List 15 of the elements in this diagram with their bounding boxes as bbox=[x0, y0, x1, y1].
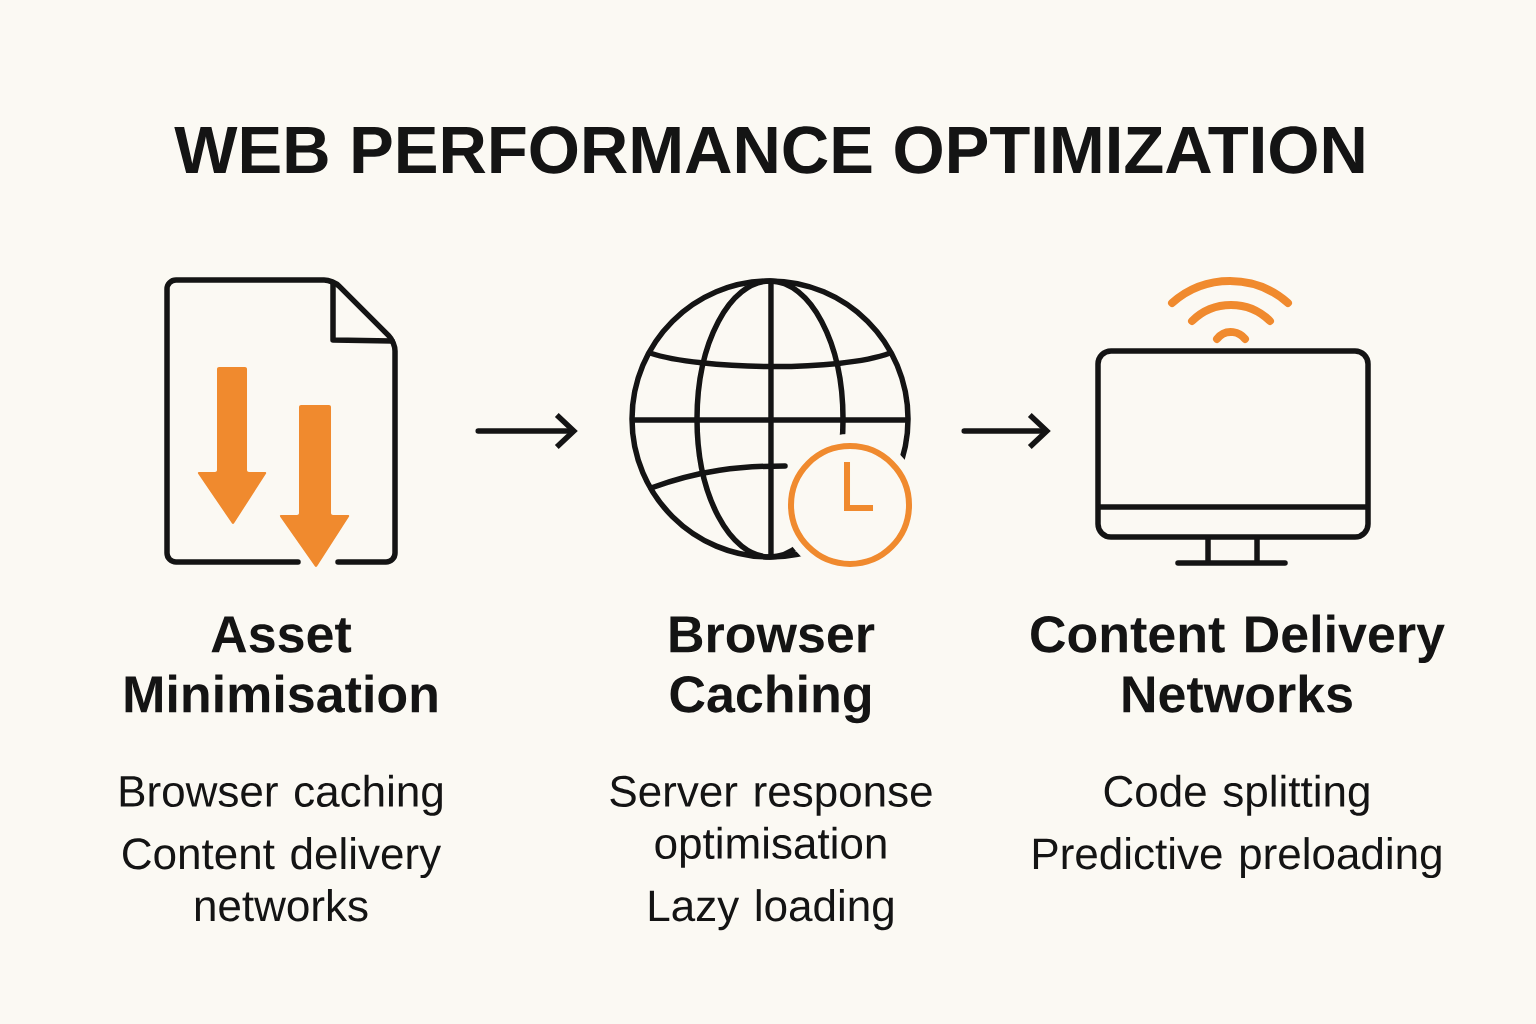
globe-icon bbox=[629, 278, 912, 567]
feature-text: Content delivery networks bbox=[123, 837, 442, 922]
document-icon bbox=[164, 277, 398, 567]
feature-text: Lazy loading bbox=[649, 889, 893, 931]
feature-text: Predictive preloading bbox=[1033, 837, 1441, 879]
heading: Content Delivery Networks bbox=[1031, 614, 1445, 713]
monitor-icon bbox=[1095, 277, 1371, 566]
feature-text: Server response optimisation bbox=[610, 775, 932, 868]
arrow bbox=[961, 413, 1051, 449]
arrow bbox=[475, 413, 578, 449]
feature-text: Code splitting bbox=[1104, 774, 1369, 816]
title: WEB PERFORMANCE OPTIMIZATION bbox=[174, 126, 1364, 174]
feature-text: Browser caching bbox=[120, 774, 442, 816]
heading: Asset Minimisation bbox=[125, 616, 437, 713]
heading: Browser Caching bbox=[670, 616, 875, 724]
